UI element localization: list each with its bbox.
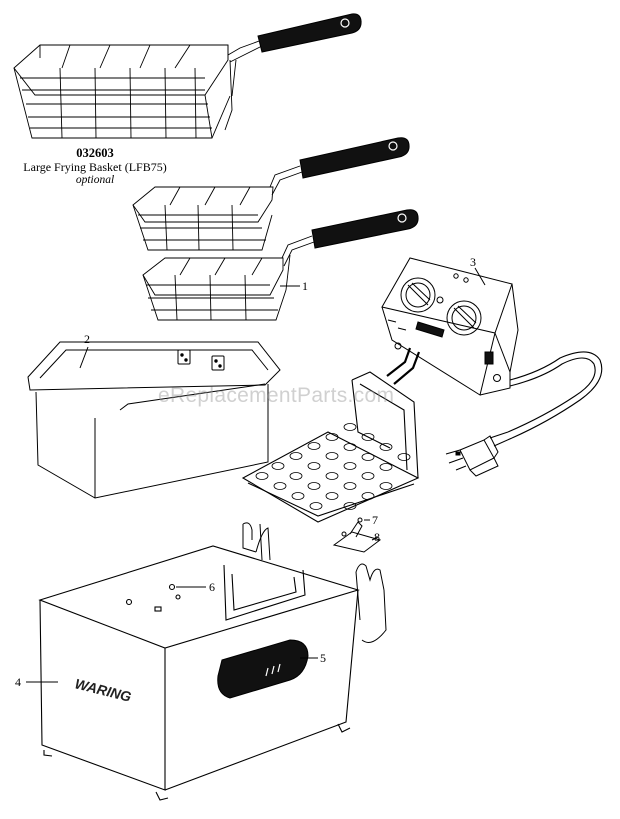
large-frying-basket — [13, 39, 263, 139]
control-panel-badge — [415, 321, 445, 338]
housing-brand-logo: WARING — [73, 675, 133, 704]
thermostat-clip — [332, 517, 382, 553]
mounting-bracket-left — [242, 522, 271, 561]
power-cord — [489, 351, 603, 447]
callout-4: 4 — [15, 675, 21, 689]
leader-2 — [79, 346, 89, 369]
oil-pot — [27, 341, 281, 499]
callout-8: 8 — [374, 530, 380, 544]
leader-8 — [371, 536, 379, 541]
callout-3: 3 — [470, 255, 476, 269]
heating-element-leads — [386, 347, 421, 385]
basket-handle-upper — [299, 137, 410, 179]
frying-basket-upper — [132, 165, 303, 251]
control-panel — [381, 257, 519, 396]
callout-6: 6 — [209, 580, 215, 594]
optional-part-note: optional — [75, 174, 115, 186]
frying-basket-lower — [142, 235, 315, 321]
leader-3 — [474, 267, 486, 286]
heating-element-holes — [255, 423, 411, 510]
fryer-housing — [38, 545, 360, 801]
optional-part-name: Large Frying Basket (LFB75) — [23, 160, 167, 174]
callout-5: 5 — [320, 651, 326, 665]
large-basket-handle — [257, 13, 362, 53]
basket-handle-lower — [311, 209, 419, 249]
callout-7: 7 — [372, 513, 378, 527]
heating-element — [241, 371, 420, 523]
callout-1: 1 — [302, 279, 308, 293]
optional-part-number: 032603 — [76, 146, 114, 160]
callout-2: 2 — [84, 332, 90, 346]
power-plug — [445, 435, 499, 477]
housing-handle — [217, 639, 309, 699]
mounting-bracket-right — [355, 563, 387, 643]
watermark: eReplacementParts.com — [158, 384, 395, 407]
